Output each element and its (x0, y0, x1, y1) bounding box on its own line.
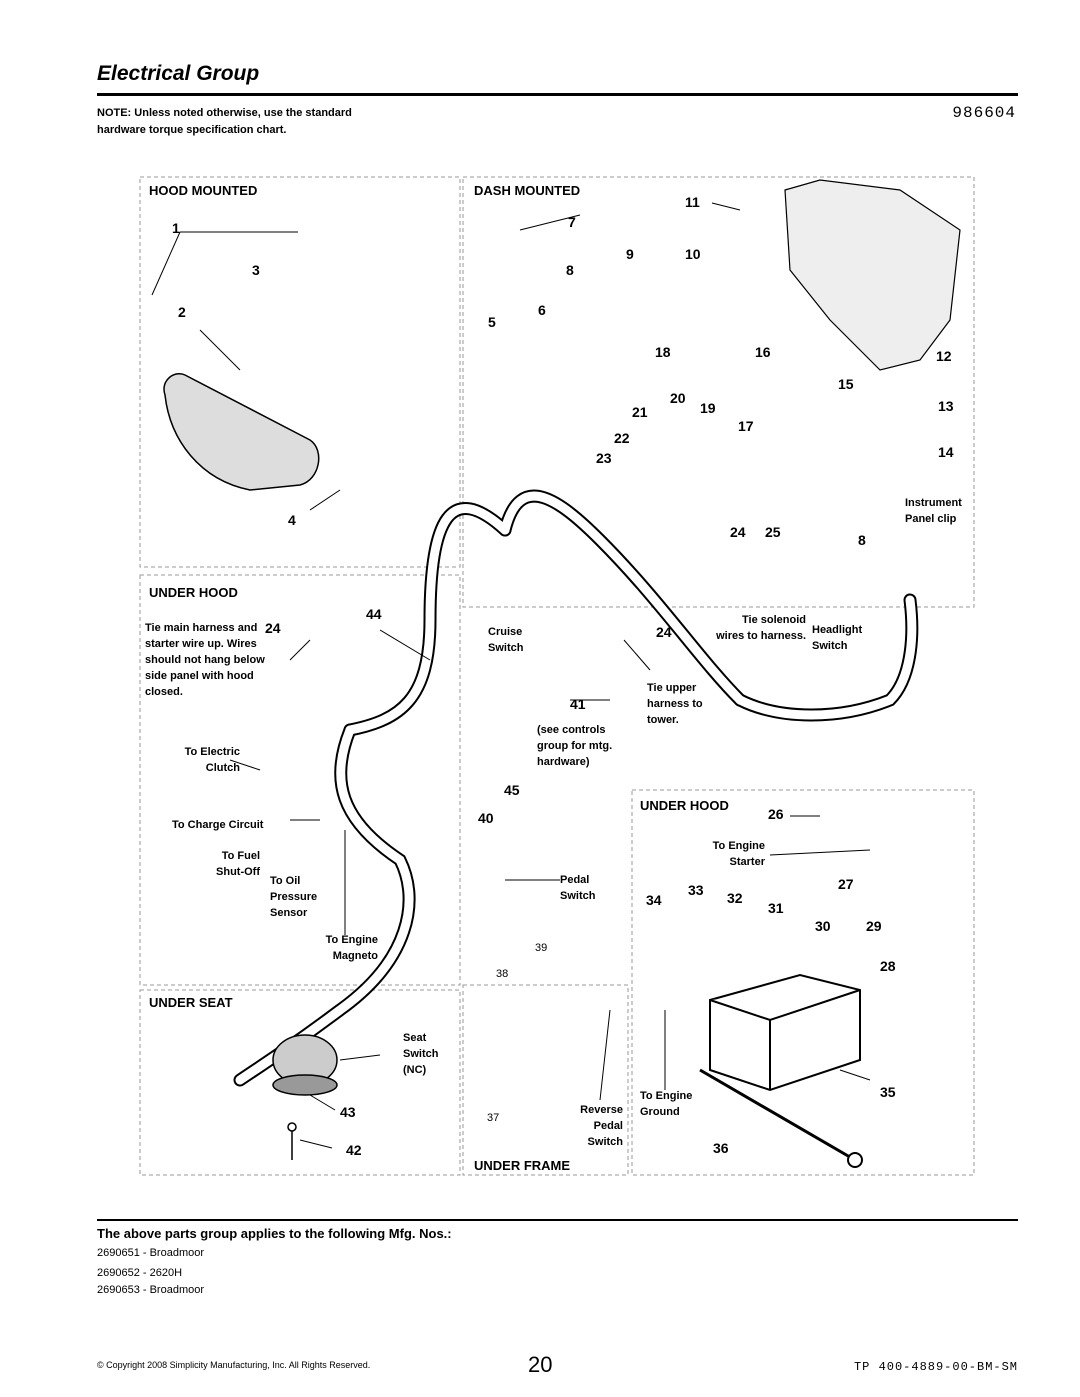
part-number: 23 (596, 450, 612, 466)
part-number: 8 (566, 262, 574, 278)
callout-tie-main-harness: Tie main harness and starter wire up. Wi… (145, 622, 265, 698)
callout-see-controls: (see controls group for mtg. hardware) (537, 724, 613, 768)
callout-to-electric-clutch: To Electric Clutch (184, 746, 240, 774)
part-number: 17 (738, 418, 754, 434)
callout-tie-solenoid: Tie solenoid wires to harness. (716, 614, 806, 642)
callout-to-fuel-shutoff: To Fuel Shut-Off (216, 850, 260, 878)
battery (709, 973, 861, 1092)
part-number: 19 (700, 400, 716, 416)
callout-to-engine-starter: To Engine Starter (712, 840, 765, 868)
hood-mounted-box (139, 176, 461, 568)
part-number: 20 (670, 390, 686, 406)
part-number: 28 (880, 958, 896, 974)
part-number: 6 (538, 302, 546, 318)
part-number: 3 (252, 262, 260, 278)
applies-rule (97, 1219, 1018, 1221)
part-number: 25 (765, 524, 781, 540)
callout-seat-switch: Seat Switch (NC) (403, 1032, 439, 1076)
callout-cruise-switch: Cruise Switch (488, 626, 524, 654)
part-number: 13 (938, 398, 954, 414)
part-number: 39 (535, 942, 548, 954)
callout-to-charge-circuit: To Charge Circuit (172, 819, 264, 831)
under-hood-left-box (139, 574, 461, 986)
part-number: 22 (614, 430, 630, 446)
screw-42 (287, 1122, 297, 1160)
part-number: 12 (936, 348, 952, 364)
callout-tie-upper-harness: Tie upper harness to tower. (647, 682, 703, 726)
under-hood-right-box (631, 789, 975, 1176)
seat-switch (272, 1034, 338, 1096)
part-number: 40 (478, 810, 494, 826)
under-frame-box (462, 984, 629, 1176)
part-number: 32 (727, 890, 743, 906)
part-number: 37 (487, 1112, 500, 1124)
callout-instrument-panel-clip: Instrument Panel clip (905, 497, 962, 525)
under-seat-box (139, 989, 461, 1176)
callout-headlight-switch: Headlight Switch (812, 624, 863, 652)
part-number: 30 (815, 918, 831, 934)
dash-mounted-box (462, 176, 975, 608)
section-dash-mounted: DASH MOUNTED (474, 183, 581, 198)
part-number: 9 (626, 246, 634, 262)
part-number: 15 (838, 376, 854, 392)
part-number: 18 (655, 344, 671, 360)
part-number: 16 (755, 344, 771, 360)
section-under-frame: UNDER FRAME (474, 1158, 571, 1173)
callout-to-engine-ground: To Engine Ground (640, 1090, 693, 1118)
mfg-number: 2690652 - 2620H (97, 1267, 183, 1279)
callout-to-oil-pressure: To Oil Pressure Sensor (270, 875, 318, 919)
page-number: 20 (528, 1352, 553, 1377)
section-under-hood-left: UNDER HOOD (149, 585, 238, 600)
part-number: 7 (568, 214, 576, 230)
part-number: 24 (730, 524, 746, 540)
part-number: 44 (366, 606, 382, 622)
part-number: 1 (172, 220, 180, 236)
part-number: 29 (866, 918, 882, 934)
part-number: 21 (632, 404, 648, 420)
section-hood-mounted: HOOD MOUNTED (149, 183, 258, 198)
part-number: 35 (880, 1084, 896, 1100)
tp-number: TP 400-4889-00-BM-SM (853, 1360, 1018, 1374)
callout-reverse-pedal-switch: Reverse Pedal Switch (580, 1104, 623, 1148)
part-number: 24 (656, 624, 672, 640)
part-number: 11 (685, 194, 700, 210)
part-number: 41 (570, 696, 586, 712)
copyright: © Copyright 2008 Simplicity Manufacturin… (97, 1360, 371, 1370)
part-number: 4 (288, 512, 296, 528)
part-number: 10 (685, 246, 701, 262)
hood-panel (784, 179, 961, 371)
part-number: 31 (768, 900, 784, 916)
torque-note: NOTE: Unless noted otherwise, use the st… (97, 107, 352, 136)
part-number: 34 (646, 892, 662, 908)
part-number: 43 (340, 1104, 356, 1120)
part-number: 2 (178, 304, 186, 320)
part-number: 33 (688, 882, 704, 898)
callout-to-engine-magneto: To Engine Magneto (325, 934, 378, 962)
part-number: 24 (265, 620, 281, 636)
headlight (163, 373, 320, 491)
callout-pedal-switch: Pedal Switch (560, 874, 596, 902)
page-title: Electrical Group (97, 62, 260, 85)
mfg-number: 2690651 - Broadmoor (97, 1247, 205, 1259)
part-number: 38 (496, 968, 509, 980)
section-under-hood-right: UNDER HOOD (640, 798, 729, 813)
leader-lines (151, 202, 871, 1149)
part-number: 14 (938, 444, 954, 460)
part-number: 45 (504, 782, 520, 798)
part-number: 42 (346, 1142, 362, 1158)
mfg-number: 2690653 - Broadmoor (97, 1284, 205, 1296)
document-number: 986604 (952, 104, 1016, 122)
title-rule (97, 93, 1018, 96)
applies-heading: The above parts group applies to the fol… (97, 1226, 452, 1241)
section-under-seat: UNDER SEAT (149, 995, 233, 1010)
part-number: 5 (488, 314, 496, 330)
part-number: 36 (713, 1140, 729, 1156)
part-number: 8 (858, 532, 866, 548)
part-number: 27 (838, 876, 854, 892)
part-number: 26 (768, 806, 784, 822)
